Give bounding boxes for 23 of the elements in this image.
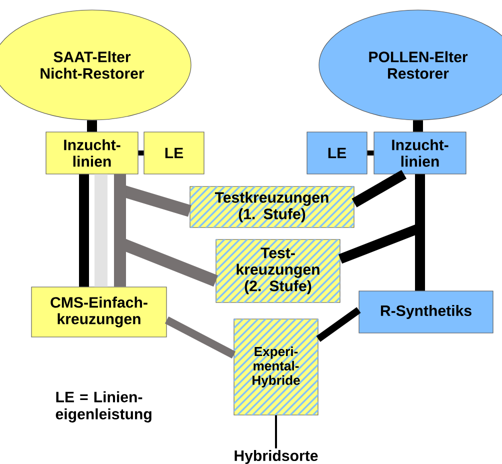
connector-line (79, 174, 89, 287)
process-box: CMS-Einfach- kreuzungen (31, 286, 167, 338)
process-box: Inzucht- linien (46, 132, 138, 174)
connector-line (138, 150, 144, 156)
connector-line (367, 150, 374, 156)
process-box: LE (144, 132, 204, 174)
connector-line (316, 307, 361, 342)
hatched-box: Experi- mental- Hybride (234, 318, 318, 416)
hatched-box: Testkreuzungen (1. Stufe) (190, 186, 354, 228)
connector-line (94, 174, 108, 287)
result-text: Hybridsorte (234, 450, 318, 464)
process-box: Inzucht- linien (374, 132, 466, 174)
process-box: LE (306, 132, 368, 174)
connector-line (352, 170, 407, 208)
legend-note: LE = Linien- eigenleistung (56, 391, 152, 422)
connector-line (164, 316, 236, 359)
connector-line (87, 120, 97, 132)
hatched-box: Test- kreuzungen (2. Stufe) (216, 239, 340, 303)
connector-line (275, 415, 277, 448)
connector-line (413, 120, 423, 132)
connector-line (415, 174, 425, 291)
process-box: R-Synthetiks (358, 290, 494, 334)
connector-line (114, 174, 126, 287)
